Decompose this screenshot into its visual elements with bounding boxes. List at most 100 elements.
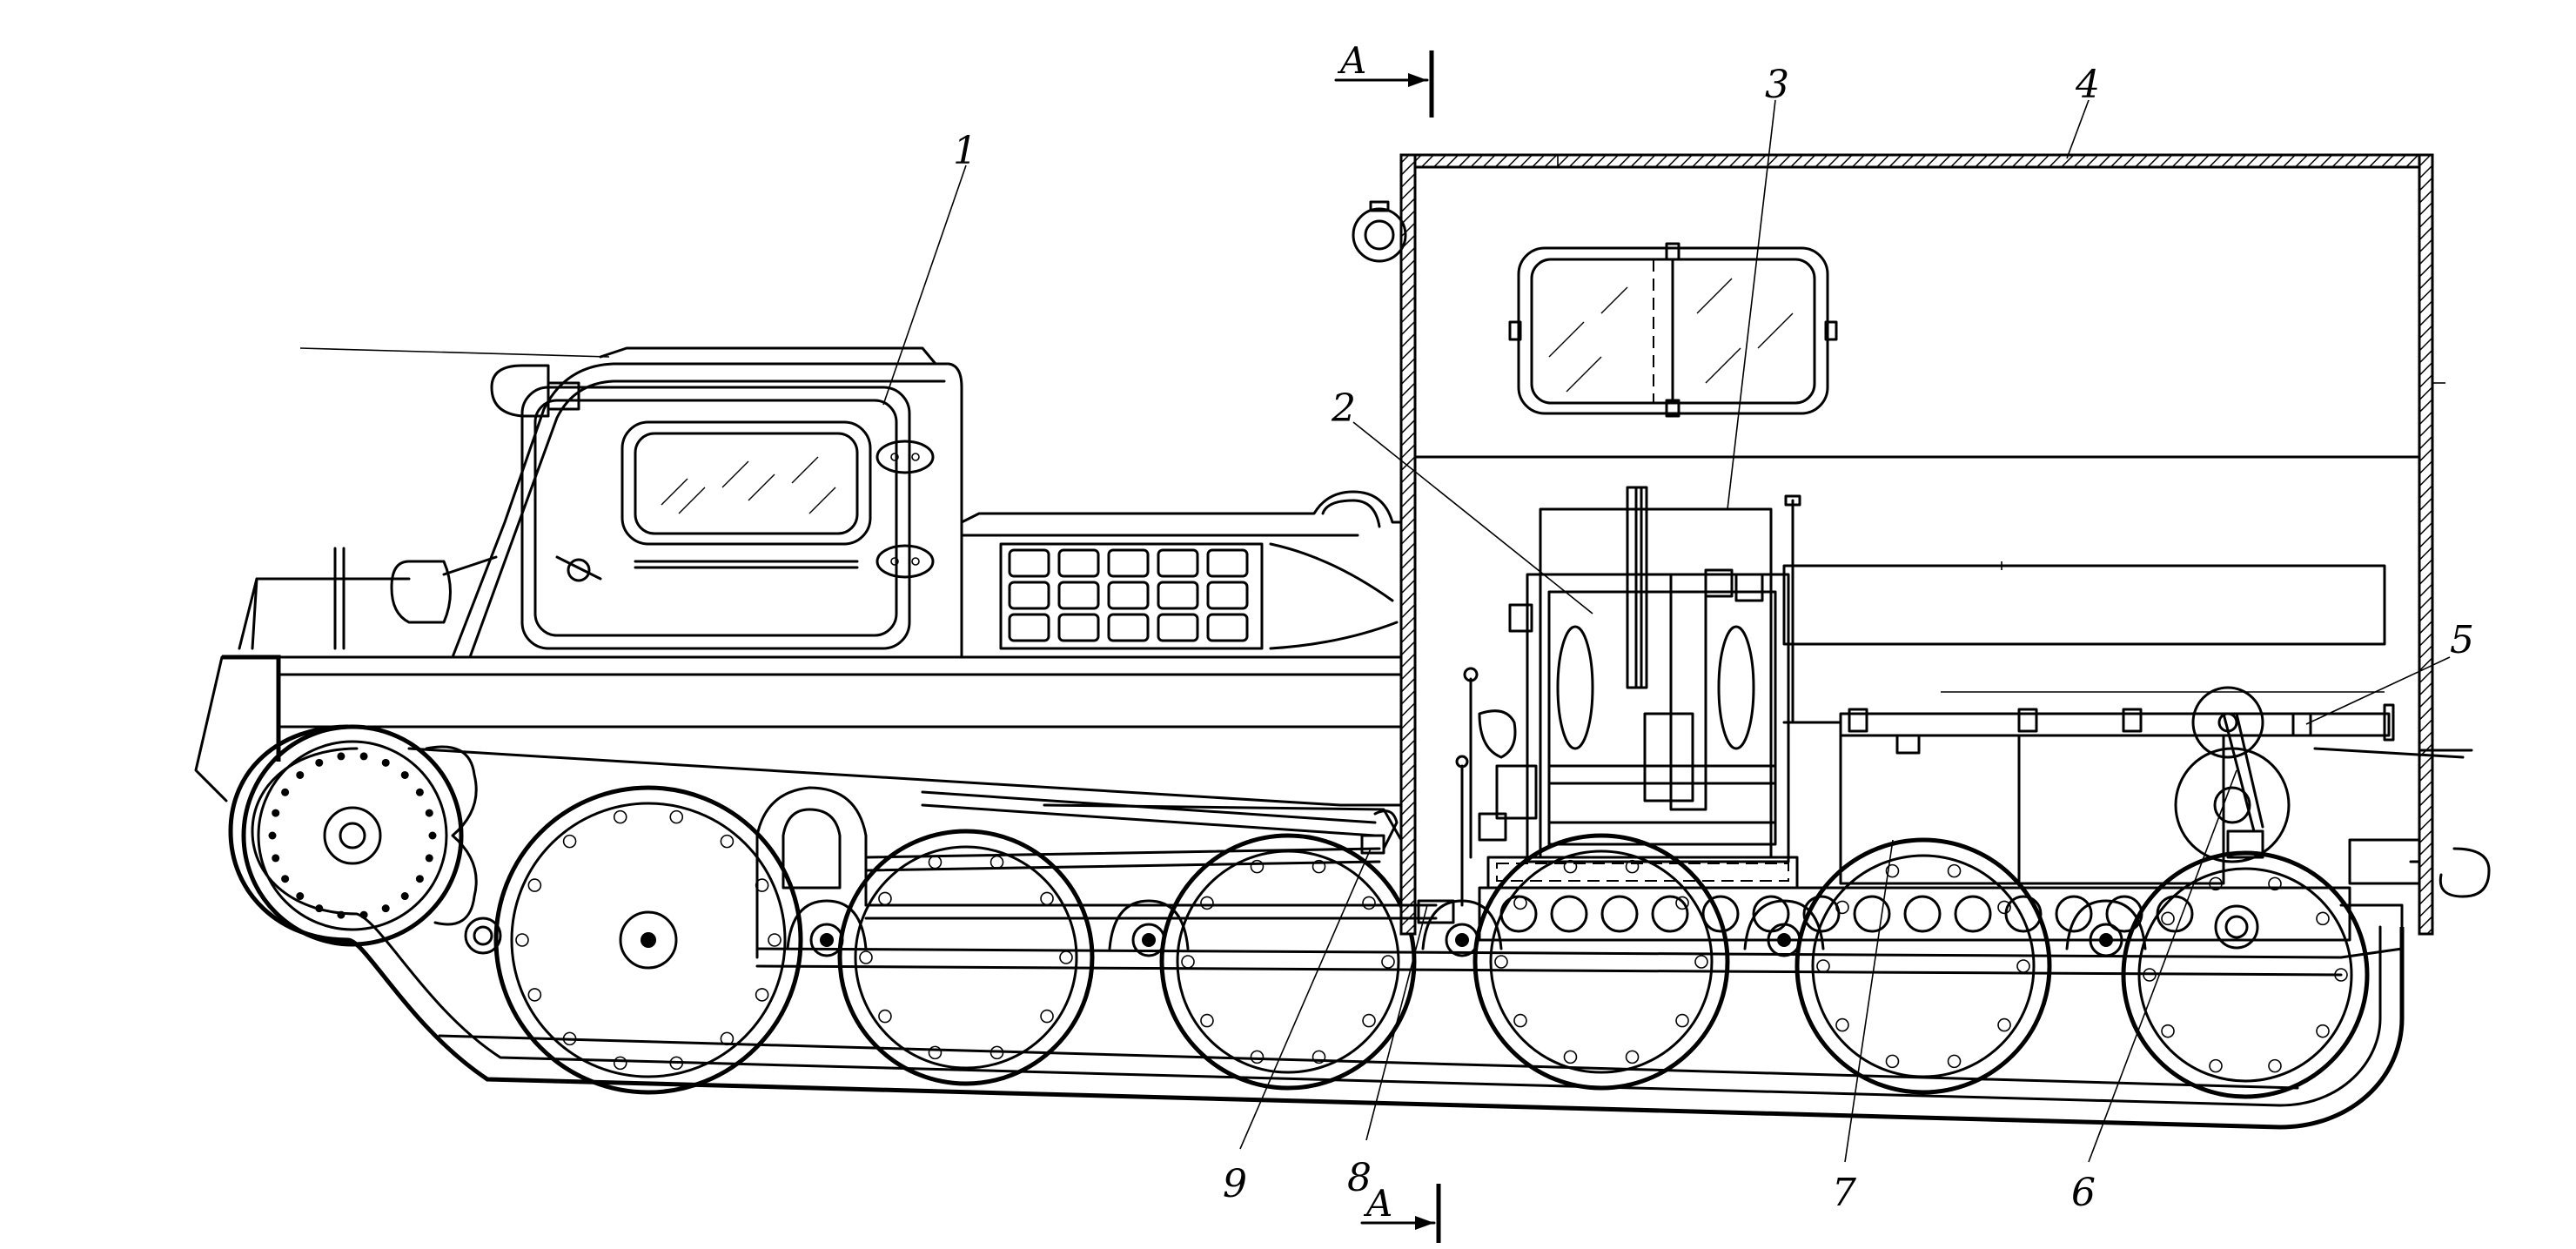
grille-slot (1206, 613, 1249, 642)
cargo-body (1399, 153, 2473, 936)
front-bumper (238, 577, 411, 650)
balancer-pivot (1445, 923, 1479, 957)
road-wheel-tire (854, 845, 1078, 1070)
cab-window-glass (661, 456, 836, 514)
track-return-rollers (464, 904, 2259, 955)
wheel-bolt (1200, 1013, 1214, 1028)
grille-slot (1157, 548, 1199, 578)
road-wheel-rim (1159, 833, 1417, 1091)
door-hinge-upper (875, 440, 935, 474)
sprocket-stud (281, 788, 290, 796)
grille-slot (1107, 548, 1150, 578)
road-wheel-hub (619, 910, 678, 970)
wheel-bolt (1059, 950, 1073, 964)
frame-roller (1499, 895, 1538, 933)
wheel-bolt (562, 1031, 577, 1046)
callout-4: 4 (2075, 63, 2100, 107)
wheel-bolt (2016, 959, 2030, 973)
grille-slot (1008, 581, 1050, 610)
wheel-bolt (1513, 1013, 1527, 1028)
callout-7: 7 (1832, 1171, 1856, 1215)
frame-roller (1651, 895, 1689, 933)
frame-roller (2105, 895, 2143, 933)
winch-assembly (1455, 486, 1801, 907)
road-wheel-rim (493, 785, 803, 1095)
callout-2: 2 (1331, 386, 1356, 431)
track (228, 724, 2405, 1130)
balancer-pin (1142, 933, 1156, 947)
wheel-bolt (1997, 1017, 2011, 1032)
wheel-bolt (669, 1056, 684, 1071)
wheel-bolt (613, 809, 627, 824)
road-wheel-rim (1472, 833, 1730, 1091)
cargo-window (1508, 242, 1838, 418)
wheel-bolt (768, 933, 782, 947)
sprocket-stud (425, 854, 433, 863)
callout-8: 8 (1347, 1156, 1372, 1200)
wheel-bolt (613, 1056, 627, 1071)
sprocket-stud (359, 752, 368, 761)
wheel-bolt (928, 855, 943, 870)
frame-roller (2156, 895, 2194, 933)
wheel-bolt (1835, 1017, 1849, 1032)
headlight-lower (333, 547, 498, 650)
wheel-bolt (1625, 1050, 1640, 1064)
sprocket-stud (337, 752, 345, 761)
wheel-bolt (2161, 911, 2175, 926)
drill-rod (1782, 561, 2386, 646)
wheel-bolt (515, 933, 529, 947)
wheel-bolt (1362, 896, 1376, 910)
sprocket-stud (272, 854, 280, 863)
road-wheel-rim (1794, 837, 2052, 1095)
wheel-bolt (1563, 1050, 1578, 1064)
wheel-bolt (1362, 1013, 1376, 1028)
road-wheel-tire (1811, 854, 2036, 1078)
wheel-bolt (2268, 876, 2282, 891)
wheel-bolt (527, 988, 542, 1002)
wheel-bolt (1885, 1054, 1900, 1069)
road-wheel (1743, 837, 2052, 1095)
pump-reel (2174, 686, 2465, 863)
frame-roller (1802, 895, 1841, 933)
side-porthole (1352, 200, 1407, 263)
wheel-bolt (1311, 859, 1326, 874)
frame-roller (1752, 895, 1790, 933)
frame-roller (2055, 895, 2093, 933)
grille-slot (1057, 548, 1100, 578)
frame-roller (1954, 895, 1992, 933)
frame-roller (1853, 895, 1891, 933)
section-label-top: A (1337, 39, 1366, 82)
sprocket-stud (415, 788, 424, 796)
door-hinge-lower (875, 544, 935, 579)
sprocket-stud (381, 758, 390, 767)
callout-leaders (882, 99, 2451, 1163)
sprocket-stud (281, 875, 290, 883)
callout-1: 1 (953, 129, 977, 173)
wheel-bolt (1675, 896, 1689, 910)
sprocket-stud (400, 770, 409, 779)
headlight-upper (299, 347, 610, 418)
wheel-bolt (527, 878, 542, 892)
road-wheel (493, 785, 803, 1095)
callout-5: 5 (2450, 618, 2474, 662)
road-wheel (786, 829, 1095, 1086)
wheel-bolt (1947, 1054, 1962, 1069)
wheel-bolt (1040, 891, 1054, 906)
section-label-bottom: A (1363, 1182, 1392, 1225)
road-wheel-tire (510, 802, 787, 1078)
section-mark-bottom (1360, 1184, 1441, 1243)
wheel-bolt (2316, 1024, 2330, 1038)
wheel-bolt (1250, 1050, 1265, 1064)
rear-hook (2348, 838, 2491, 898)
cab (451, 346, 963, 659)
wheel-bolt (1311, 1050, 1326, 1064)
grille-slot (1206, 581, 1249, 610)
suspension-linkage (755, 786, 1455, 959)
sprocket-stud (337, 910, 345, 919)
grille-frame (999, 542, 1264, 650)
wheel-bolt (1997, 900, 2011, 915)
grille-slot (1107, 613, 1150, 642)
road-wheel-rim (837, 829, 1095, 1086)
frame-roller (2004, 895, 2043, 933)
cargo-window-glass (1548, 278, 1794, 393)
